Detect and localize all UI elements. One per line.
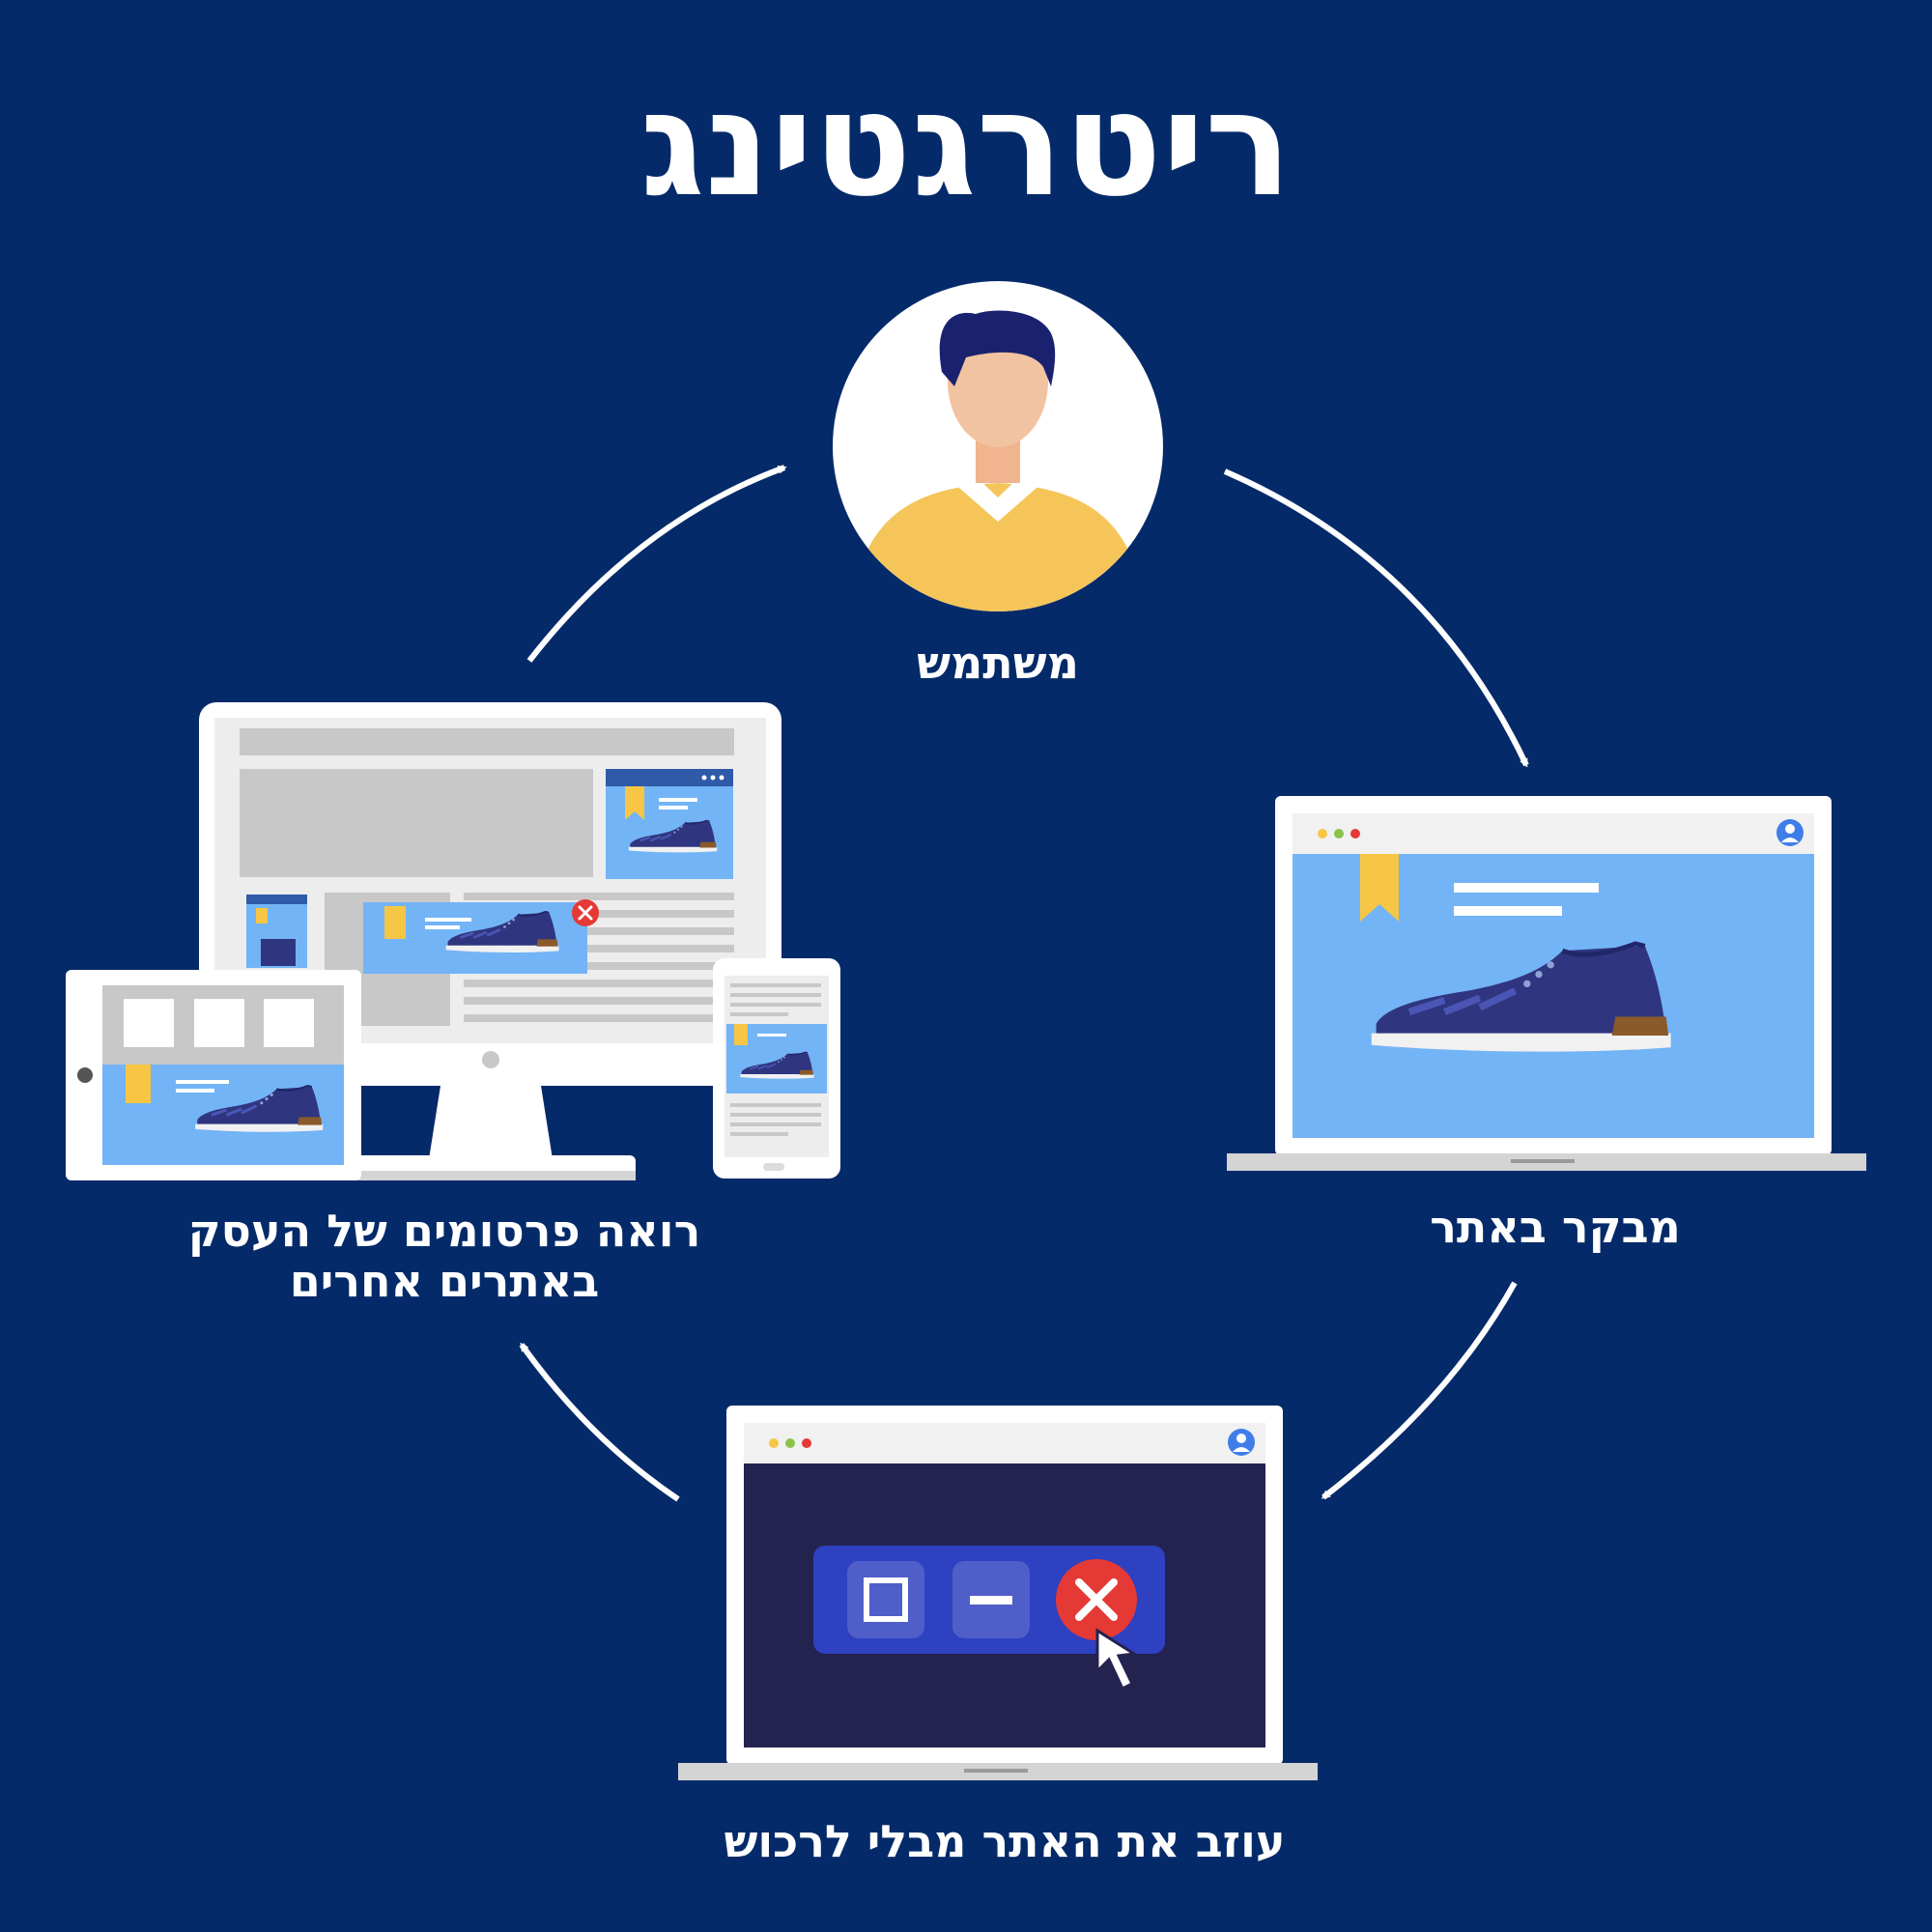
laptop-leave-site [678,1406,1318,1780]
tablet-icon [66,970,361,1180]
arrow-visit-to-leave [1321,1281,1518,1500]
window-dot-red [1350,829,1360,838]
cycle-arrows [519,465,1529,1502]
window-close-icon [1056,1559,1137,1640]
label-see-ads-line2: באתרים אחרים [289,1255,600,1307]
profile-icon [1776,819,1804,846]
window-dot-yellow [1318,829,1327,838]
page-title: ריטרגטינג [639,61,1293,229]
arrow-leave-to-ads [519,1342,680,1502]
laptop-visit-site [1227,796,1866,1171]
devices-showing-ads [66,702,840,1180]
arrow-ads-to-user [526,465,787,663]
window-maximize-icon [847,1561,924,1638]
cursor-icon [1095,1628,1139,1691]
label-see-ads-elsewhere: רואה פרסומים של העסק באתרים אחרים [155,1206,734,1306]
label-visit-site: מבקר באתר [1430,1201,1681,1253]
arrow-user-to-visit [1223,469,1529,768]
label-see-ads-line1: רואה פרסומים של העסק [187,1205,701,1257]
window-minimize-icon [952,1561,1030,1638]
window-dot-green [1334,829,1344,838]
phone-icon [713,958,840,1179]
label-leave-without-buying: עוזב את האתר מבלי לרכוש [724,1815,1286,1867]
profile-icon [1228,1429,1255,1456]
label-user: משתמש [917,637,1079,689]
user-avatar-icon [833,281,1163,611]
